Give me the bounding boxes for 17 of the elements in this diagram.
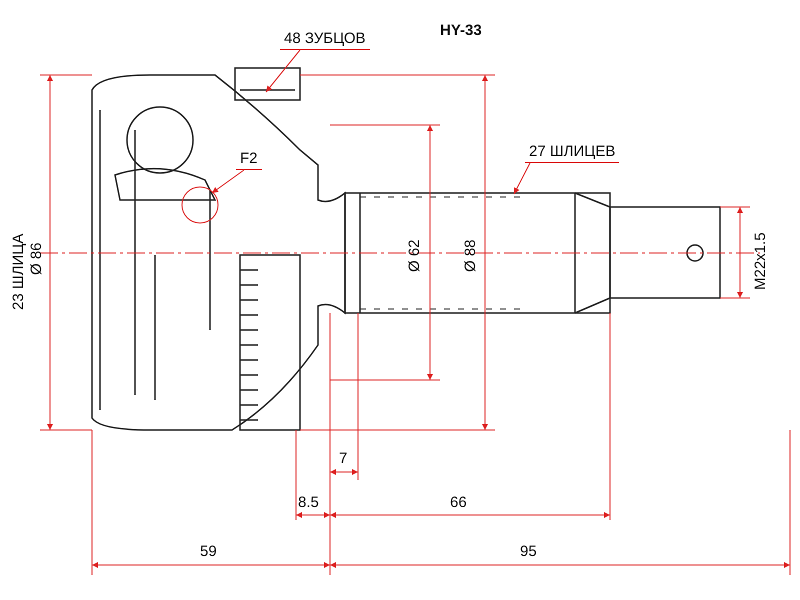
dimension-label: Ø 88 — [462, 239, 480, 272]
dimension-label: 66 — [450, 494, 467, 512]
leader-line — [212, 170, 244, 194]
dimension-label: M22x1.5 — [752, 232, 770, 290]
callout-label: 48 ЗУБЦОВ — [280, 30, 370, 50]
dimension-label: 59 — [200, 543, 217, 561]
part-number: HY-33 — [440, 22, 482, 40]
leader-line — [514, 162, 530, 194]
callout-label: 27 ШЛИЦЕВ — [525, 143, 620, 163]
dimension-label: 95 — [520, 543, 537, 561]
leader-line — [266, 50, 300, 92]
dimension-label: Ø 62 — [406, 239, 424, 272]
dimension-label: Ø 86 — [28, 242, 46, 275]
dimension-label: 8.5 — [298, 494, 319, 512]
spline-count-label: 23 ШЛИЦА — [10, 234, 28, 310]
dimension-label: 7 — [339, 450, 348, 468]
callout-label: F2 — [236, 150, 262, 170]
